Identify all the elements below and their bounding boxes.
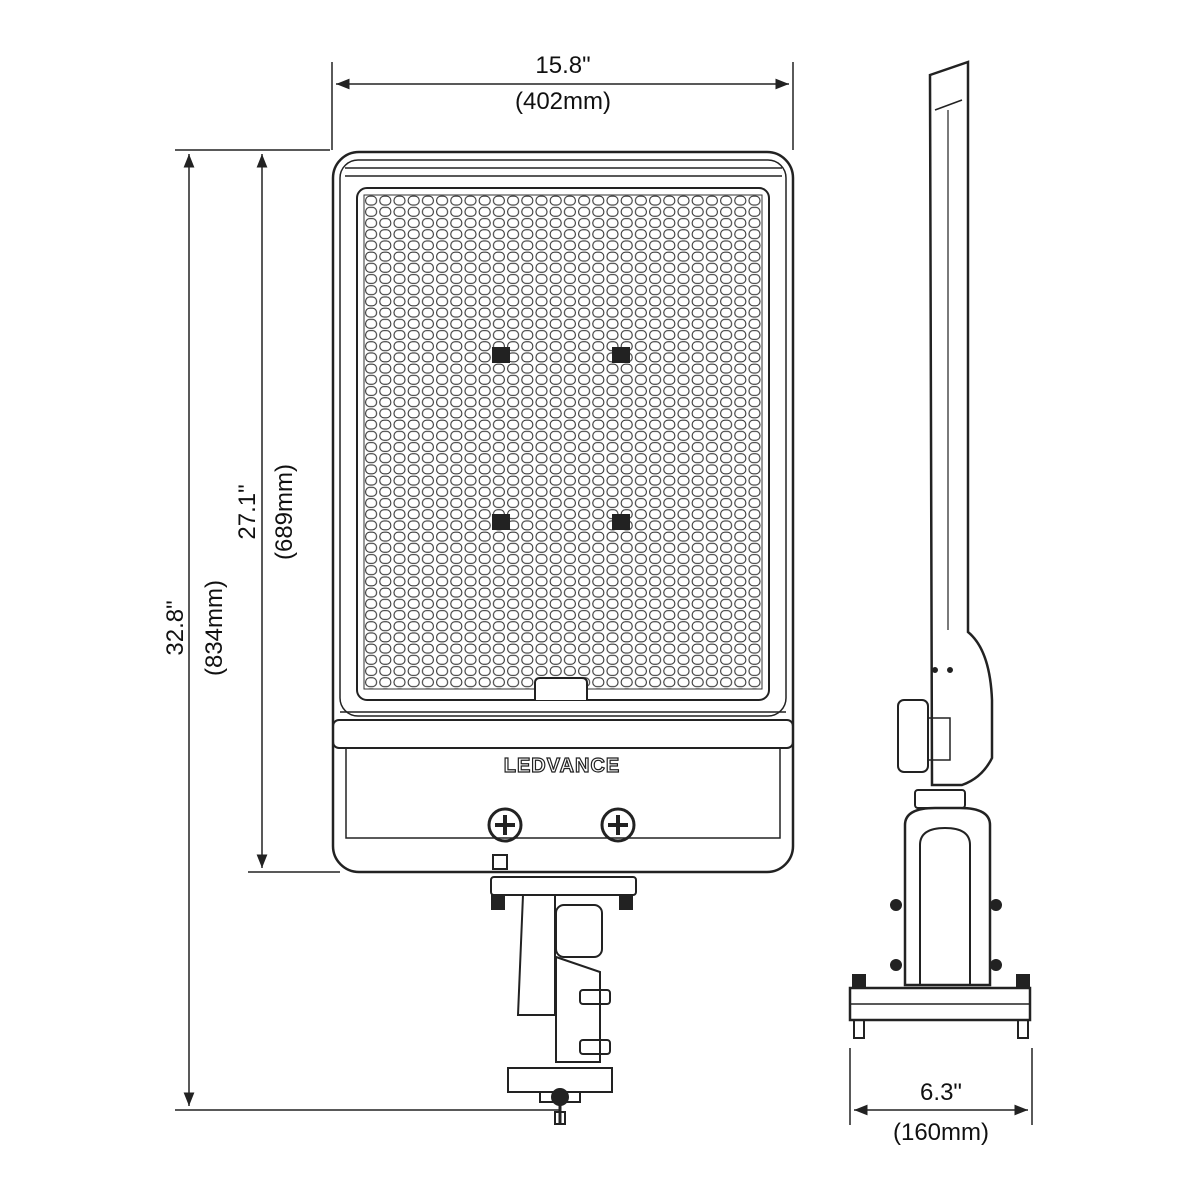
driver-face bbox=[345, 747, 781, 839]
overall-height-imperial-label: 32.8" bbox=[162, 600, 189, 655]
fin-top-row bbox=[345, 167, 782, 177]
side-view bbox=[848, 60, 1032, 1039]
driver-housing bbox=[332, 719, 794, 749]
panel-bottom-tab bbox=[534, 677, 588, 700]
brand-logo-text: LEDVANCE bbox=[504, 755, 621, 777]
depth-metric-label: (160mm) bbox=[893, 1119, 989, 1146]
panel-screw-1 bbox=[492, 347, 510, 363]
fixture-height-metric-label: (689mm) bbox=[271, 464, 298, 560]
front-mount-bracket bbox=[490, 854, 637, 1125]
width-metric-label: (402mm) bbox=[515, 88, 611, 115]
side-driver-box bbox=[897, 699, 929, 773]
depth-imperial-label: 6.3" bbox=[920, 1079, 962, 1106]
side-housing bbox=[928, 60, 994, 787]
dimension-lines bbox=[175, 62, 1033, 1125]
housing-outline bbox=[331, 150, 795, 874]
panel-screw-4 bbox=[612, 514, 630, 530]
side-arm bbox=[903, 806, 992, 987]
led-array bbox=[363, 194, 763, 690]
fixture-height-imperial-label: 27.1" bbox=[234, 484, 261, 539]
housing-inner-rim bbox=[339, 159, 787, 717]
front-view bbox=[331, 150, 795, 1125]
driver-screw-left bbox=[487, 807, 523, 843]
panel-screw-3 bbox=[492, 514, 510, 530]
width-imperial-label: 15.8" bbox=[535, 52, 590, 79]
driver-screw-right bbox=[600, 807, 636, 843]
panel-screw-2 bbox=[612, 347, 630, 363]
overall-height-metric-label: (834mm) bbox=[201, 580, 228, 676]
